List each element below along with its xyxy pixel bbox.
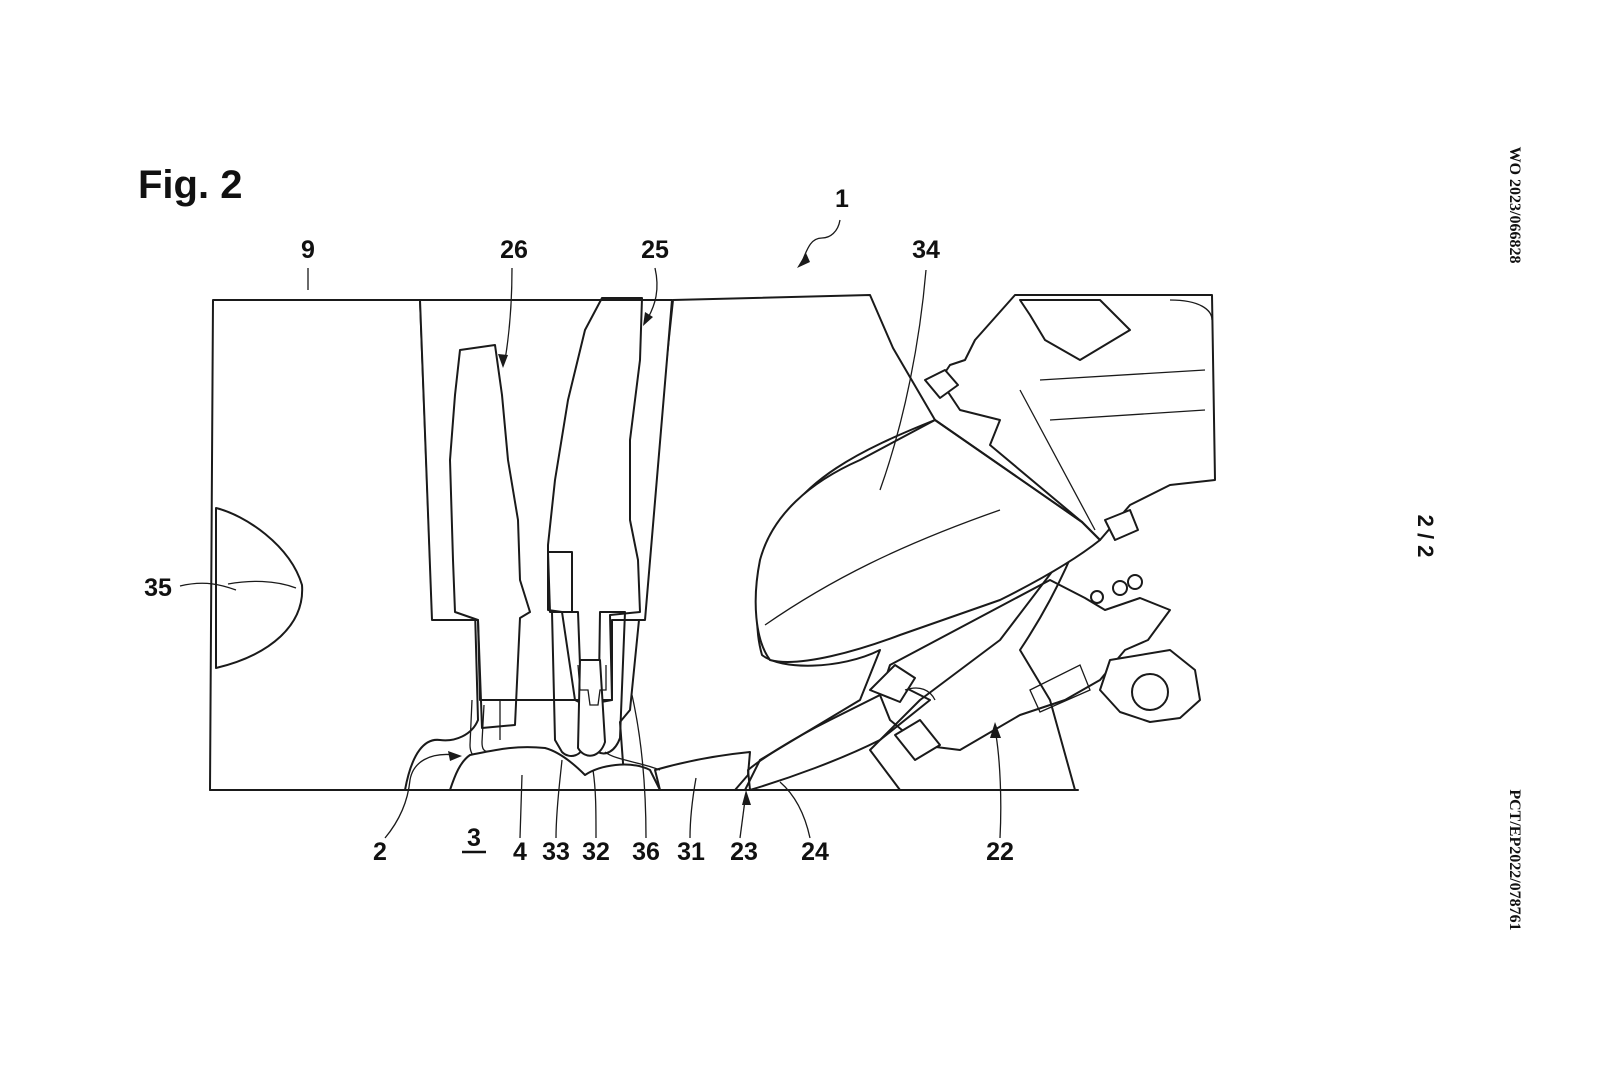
ref-label-9: 9 — [301, 236, 315, 264]
intake-port-34 — [754, 419, 1101, 663]
figure-title: Fig. 2 — [138, 163, 242, 207]
ref-label-34: 34 — [912, 236, 940, 264]
ref-label-4: 4 — [513, 838, 527, 866]
ref-label-3: 3 — [467, 824, 481, 852]
ref-label-24: 24 — [801, 838, 829, 866]
spark-plug-bore — [419, 299, 673, 701]
injector-channel — [747, 684, 931, 791]
ref-label-25: 25 — [641, 236, 669, 264]
valve-housing — [924, 294, 1216, 541]
ref-label-36: 36 — [632, 838, 660, 866]
ref-label-1: 1 — [835, 185, 849, 213]
combustion-recess-4 — [449, 746, 661, 791]
ref-label-22: 22 — [986, 838, 1014, 866]
page-number: 2 / 2 — [1413, 515, 1438, 558]
ref-label-26: 26 — [500, 236, 528, 264]
leader-lines — [179, 219, 1002, 839]
ref-label-23: 23 — [730, 838, 758, 866]
ref-label-35: 35 — [144, 574, 172, 602]
fuel-injector-22 — [869, 574, 1201, 761]
ref-label-2: 2 — [373, 838, 387, 866]
prechamber-plug-25 — [547, 297, 643, 757]
publication-number: WO 2023/066828 — [1506, 147, 1523, 264]
ref-label-31: 31 — [677, 838, 705, 866]
ref-label-33: 33 — [542, 838, 570, 866]
ref-label-32: 32 — [582, 838, 610, 866]
recess-31 — [654, 751, 751, 791]
application-number: PCT/EP2022/078761 — [1506, 789, 1523, 930]
cooling-channel — [215, 507, 304, 669]
